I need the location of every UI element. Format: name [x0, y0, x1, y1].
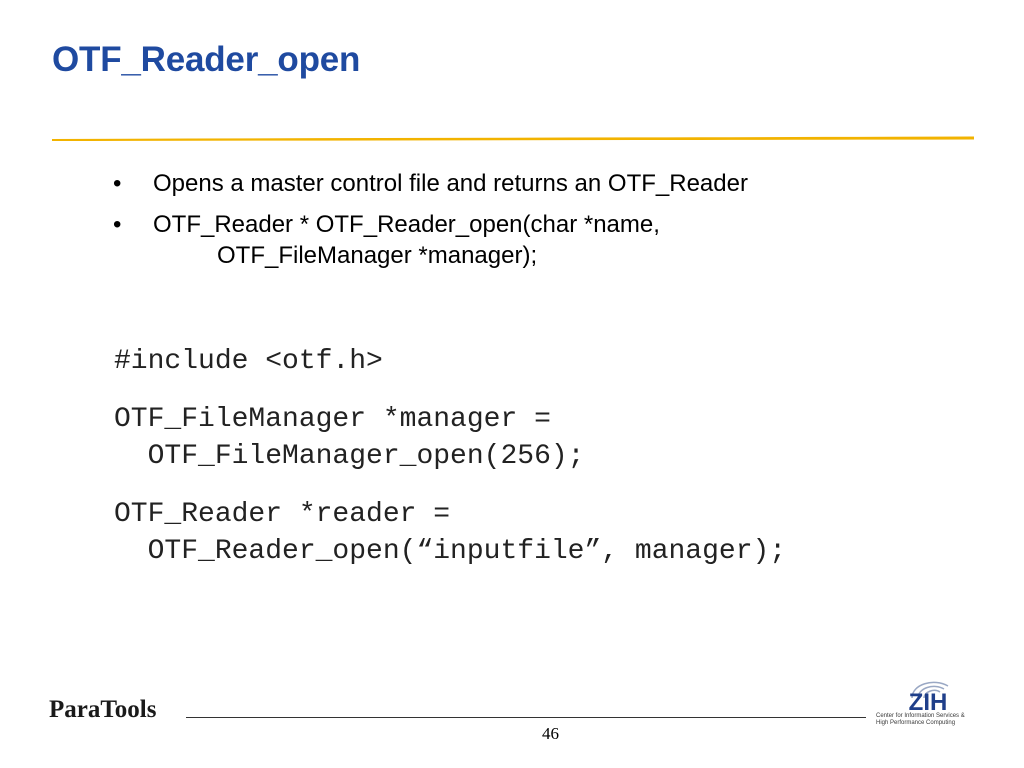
code-line: OTF_Reader_open(“inputfile”, manager);	[114, 536, 787, 567]
bullet-item: • OTF_Reader * OTF_Reader_open(char *nam…	[113, 209, 748, 271]
svg-text:ZIH: ZIH	[909, 689, 948, 716]
zih-emblem-icon: ZIH	[909, 681, 949, 716]
bullet-list: • Opens a master control file and return…	[113, 168, 748, 271]
code-line: OTF_FileManager_open(256);	[114, 441, 585, 472]
bullet-text: Opens a master control file and returns …	[153, 170, 748, 197]
page-number: 46	[542, 724, 559, 743]
code-line: OTF_Reader *reader =	[114, 499, 451, 530]
zih-caption: Center for Information Services & High P…	[876, 713, 986, 727]
paratools-logo: ParaTools	[49, 696, 157, 723]
title-underline	[52, 136, 974, 141]
code-include: #include <otf.h>	[114, 346, 383, 377]
zih-caption-line: High Performance Computing	[876, 720, 956, 726]
zih-caption-line: Center for Information Services &	[876, 713, 965, 719]
slide-title: OTF_Reader_open	[52, 40, 361, 79]
bullet-dot: •	[113, 170, 122, 197]
footer-divider	[186, 717, 866, 718]
bullet-text: OTF_Reader * OTF_Reader_open(char *name,	[153, 211, 660, 238]
code-line: OTF_FileManager *manager =	[114, 404, 551, 435]
code-block: #include <otf.h> OTF_FileManager *manage…	[114, 343, 786, 570]
bullet-item: • Opens a master control file and return…	[113, 168, 748, 199]
bullet-dot: •	[113, 211, 122, 238]
zih-logo: ZIH	[872, 676, 984, 736]
bullet-continuation: OTF_FileManager *manager);	[217, 242, 538, 269]
